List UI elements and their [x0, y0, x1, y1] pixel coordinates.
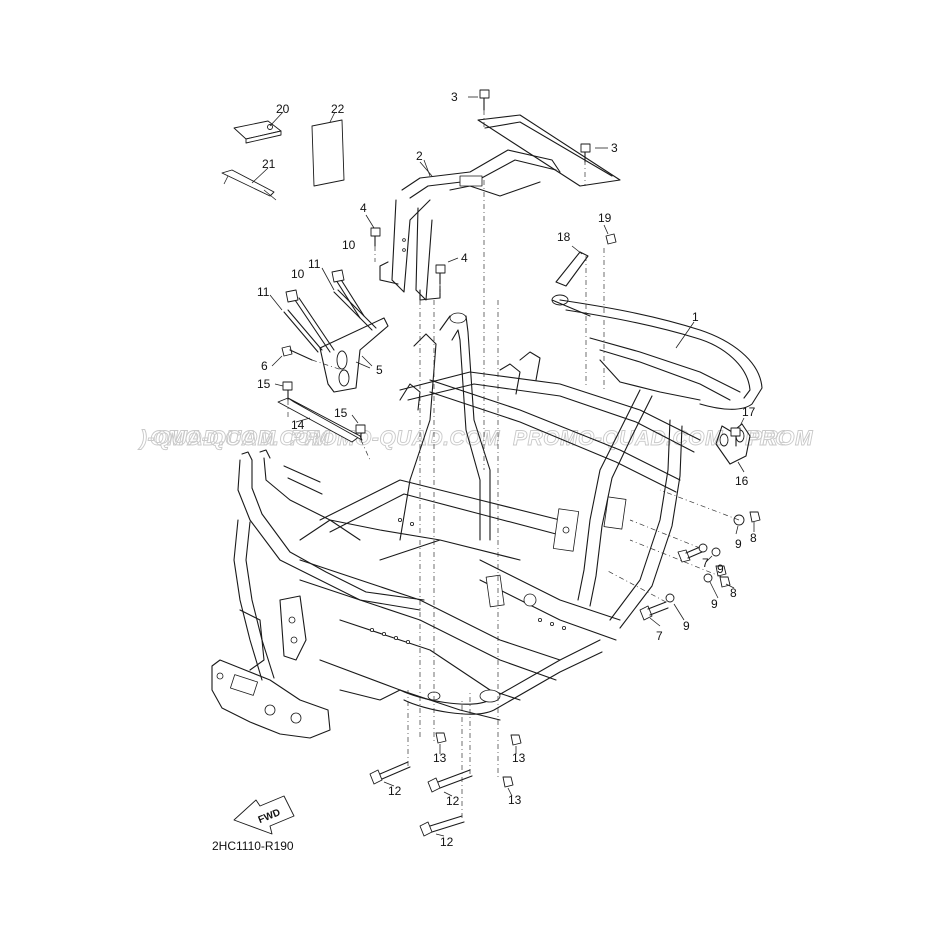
- callout-3-right: 3: [611, 141, 618, 155]
- callout-7-upper: 7: [702, 556, 709, 570]
- part-6-bolt: [271, 345, 313, 367]
- watermark-right-fragment: PROM: [748, 427, 813, 450]
- frame-perforations: [369, 238, 567, 645]
- callout-21: 21: [262, 157, 276, 171]
- callout-4-right: 4: [461, 251, 468, 265]
- callout-11-right: 11: [308, 257, 321, 271]
- callout-9-upper: 9: [735, 537, 742, 551]
- part-1-main-frame: [211, 238, 763, 739]
- watermark-edges: )-QUAD.COM PROM: [138, 427, 813, 451]
- callout-labels: 1 2 3 3 4 4 5 6 7 7 8 8 9 9 9 9 10 10 11…: [257, 90, 757, 849]
- part-5-bracket: [319, 317, 389, 393]
- callout-9-middle: 9: [717, 562, 724, 576]
- callout-17: 17: [742, 405, 756, 419]
- callout-16: 16: [735, 474, 749, 488]
- watermark-3: PROMO-QUAD.COM: [513, 427, 723, 450]
- callout-9-right: 9: [711, 597, 718, 611]
- forward-direction-arrow: FWD: [233, 795, 295, 835]
- part-14-rail: [277, 397, 363, 443]
- callout-13-bottom: 13: [508, 793, 522, 807]
- lower-mount-hardware: [369, 732, 522, 837]
- callout-6: 6: [261, 359, 268, 373]
- part-20-plate: [233, 111, 284, 144]
- part-3-bolts: [468, 89, 608, 163]
- callout-13-left: 13: [433, 751, 447, 765]
- rear-mount-hardware: [639, 511, 761, 621]
- leader-lines: [355, 159, 755, 837]
- callout-9-lower: 9: [683, 619, 690, 633]
- part-22-label-sheet: [311, 111, 345, 187]
- watermark-left-fragment: )-QUAD.COM: [138, 427, 276, 450]
- callout-18: 18: [557, 230, 571, 244]
- callout-4-left: 4: [360, 201, 367, 215]
- callout-7-lower: 7: [656, 629, 663, 643]
- part-18-bracket: [551, 245, 591, 317]
- callout-20: 20: [276, 102, 290, 116]
- callout-8-lower: 8: [730, 586, 737, 600]
- watermark-1: PROMO-QUAD.COM: [120, 427, 330, 450]
- callout-5: 5: [376, 363, 383, 377]
- callout-11-left: 11: [257, 285, 270, 299]
- callout-1: 1: [692, 310, 699, 324]
- callout-10-left: 10: [291, 267, 305, 281]
- callout-14: 14: [291, 418, 305, 432]
- part-21-pin: [221, 167, 277, 201]
- callout-12-bottom: 12: [440, 835, 454, 849]
- part-15-bolts: [274, 381, 366, 441]
- part-4-bolts: [365, 214, 459, 285]
- callout-15-right: 15: [334, 406, 348, 420]
- callout-8-upper: 8: [750, 531, 757, 545]
- part-17-bolt: [730, 417, 745, 447]
- callout-2: 2: [416, 149, 423, 163]
- callout-13-right: 13: [512, 751, 526, 765]
- assembly-guide-lines: [287, 110, 740, 818]
- callout-3-top: 3: [451, 90, 458, 104]
- callout-19: 19: [598, 211, 612, 225]
- callout-22: 22: [331, 102, 345, 116]
- diagram-code: 2HC1110-R190: [212, 839, 294, 853]
- callout-12-left: 12: [388, 784, 402, 798]
- part-10-11-bolts: [269, 267, 377, 353]
- callout-12-middle: 12: [446, 794, 460, 808]
- callout-15-left: 15: [257, 377, 271, 391]
- part-19-bolt: [603, 224, 617, 245]
- callout-10-right: 10: [342, 238, 356, 252]
- part-2-upper-frame: [379, 114, 621, 301]
